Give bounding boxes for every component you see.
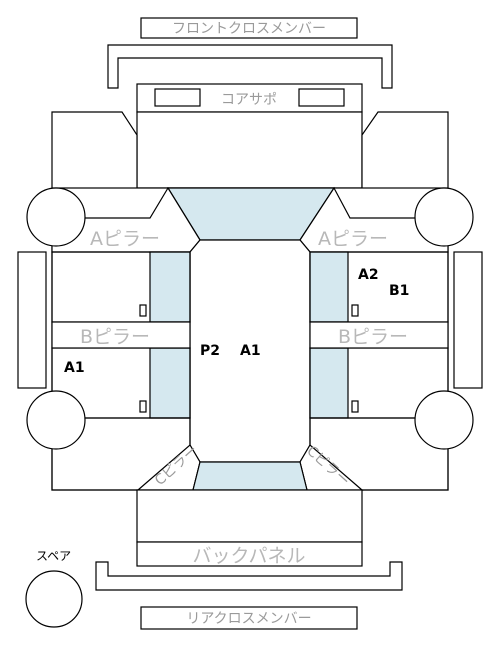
- back-panel[interactable]: [136, 541, 363, 567]
- b-pillar-right-label: Bピラー: [338, 326, 408, 348]
- right-front-side-glass[interactable]: [309, 251, 349, 323]
- rear-cross-member-box[interactable]: [140, 606, 358, 630]
- left-front-door-handle: [139, 304, 147, 317]
- right-front-door-handle: [351, 304, 359, 317]
- front-cross-member-box[interactable]: [140, 17, 358, 39]
- rear-bumper-bracket: [95, 561, 403, 591]
- left-rocker-panel[interactable]: [17, 251, 47, 389]
- mark-a1-center: A1: [240, 343, 261, 359]
- b-pillar-left[interactable]: [51, 321, 191, 349]
- left-front-side-glass[interactable]: [149, 251, 191, 323]
- left-rear-side-glass[interactable]: [149, 347, 191, 419]
- rear-window[interactable]: [192, 461, 308, 491]
- left-front-fender[interactable]: [51, 111, 138, 191]
- a-pillar-right-label: Aピラー: [318, 228, 388, 250]
- right-rear-door-handle: [351, 400, 359, 413]
- right-front-fender[interactable]: [361, 111, 449, 191]
- b-pillar-left-label: Bピラー: [80, 326, 150, 348]
- right-rear-side-glass[interactable]: [309, 347, 349, 419]
- core-support-label: コアサポ: [221, 92, 277, 108]
- core-support-right-slot: [298, 88, 345, 107]
- spare-label: スペア: [36, 549, 71, 563]
- hood-panel[interactable]: [136, 111, 363, 189]
- front-cross-member-label: フロントクロスメンバー: [172, 21, 326, 37]
- core-support-left-slot: [154, 88, 201, 107]
- mark-a1-left: A1: [64, 360, 85, 376]
- left-front-wheel[interactable]: [26, 187, 86, 247]
- right-rear-wheel[interactable]: [414, 390, 474, 450]
- b-pillar-right[interactable]: [309, 321, 449, 349]
- right-front-wheel[interactable]: [414, 187, 474, 247]
- left-rear-wheel[interactable]: [26, 390, 86, 450]
- mark-b1: B1: [389, 283, 409, 299]
- left-rear-door-handle: [139, 400, 147, 413]
- front-bumper-bracket: [107, 44, 393, 89]
- mark-a2: A2: [358, 267, 379, 283]
- spare-tire[interactable]: [25, 570, 83, 628]
- mark-p2: P2: [200, 343, 220, 359]
- rear-cross-member-label: リアクロスメンバー: [186, 611, 311, 627]
- right-rocker-panel[interactable]: [453, 251, 483, 389]
- trunk-lid[interactable]: [136, 489, 363, 543]
- a-pillar-left-label: Aピラー: [90, 228, 160, 250]
- back-panel-label: バックパネル: [192, 545, 305, 567]
